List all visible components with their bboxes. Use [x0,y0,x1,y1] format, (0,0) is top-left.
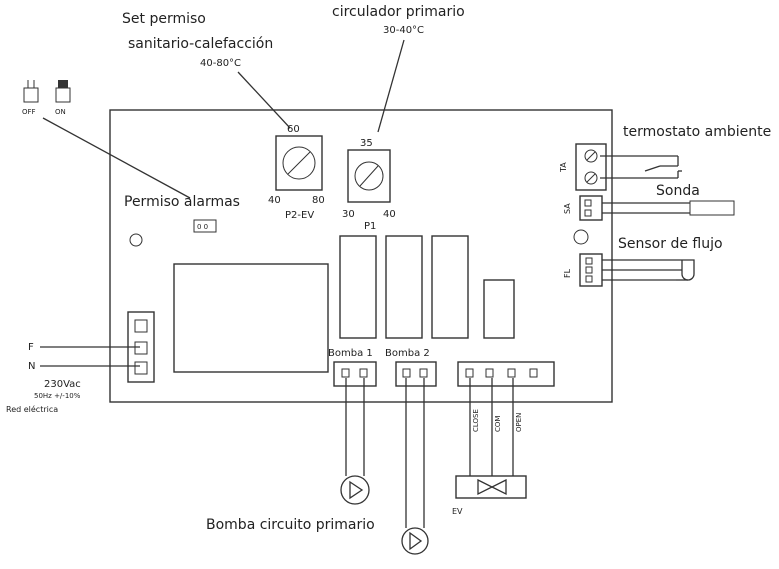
voltage-label: 230Vac [44,379,81,390]
dial-p2-top-value: 60 [287,124,300,135]
pump-primary-icon [340,475,370,505]
sensor-flujo-label: Sensor de flujo [618,236,723,252]
set-permiso-label-line2: sanitario-calefacción [128,36,273,52]
frequency-label: 50Hz +/-10% [34,392,81,400]
pin-f-label: F [28,342,34,353]
pin-n-label: N [28,361,35,372]
thermostat-switch-icon [644,165,661,172]
on-switch-icon [55,80,71,103]
off-switch-icon [23,80,39,103]
sonda-label: Sonda [656,183,700,199]
valve-name: EV [452,507,463,516]
permiso-alarmas-label: Permiso alarmas [124,194,240,210]
sonda-probe-icon [689,200,735,216]
connector-ta-label: TA [559,162,568,173]
alarm-switch-leader [42,117,191,199]
valve-open-label: OPEN [515,413,523,432]
dial-p1-knob-icon [354,161,384,191]
connector-fl-label: FL [563,268,572,278]
relay-3 [431,235,469,339]
alarm-jumper [193,219,217,233]
valve-com-label: COM [494,416,502,432]
relay-1 [339,235,377,339]
valve-connector [457,361,555,387]
circulador-range: 30-40°C [383,25,424,36]
screw-terminal-1-icon [584,149,598,163]
relay-4 [483,279,515,339]
dial-p1-top-value: 35 [360,138,373,149]
dial-p1-min: 30 [342,209,355,220]
flow-sensor-icon [676,259,695,281]
circulador-leader [377,39,405,133]
pump-secondary-icon [401,527,429,555]
dial-p1-max: 40 [383,209,396,220]
termostato-label: termostato ambiente [623,124,771,140]
set-permiso-range: 40-80°C [200,58,241,69]
bomba-1-label: Bomba 1 [328,348,373,359]
dial-p2-max: 80 [312,195,325,206]
bomba-circuito-primario-label: Bomba circuito primario [206,517,375,533]
switch-off-label: OFF [22,108,36,116]
screw-terminal-2-icon [584,171,598,185]
circulador-label: circulador primario [332,4,465,20]
valve-close-label: CLOSE [472,409,480,432]
bomba-2-label: Bomba 2 [385,348,430,359]
pump-2-connector [395,361,437,387]
transformer [173,263,329,373]
mount-hole-left [129,233,143,247]
valve-icon [477,478,494,496]
dial-p1-name: P1 [364,221,376,232]
set-permiso-leader [237,71,291,129]
dial-p2-body [275,135,323,191]
mount-hole-right [573,229,589,245]
dial-p2-name: P2-EV [285,210,314,221]
connector-ta [575,143,607,191]
dial-p2-knob-icon [282,146,316,180]
connector-sa-label: SA [563,203,572,214]
alarm-jumper-label: 0 0 [197,223,208,231]
relay-2 [385,235,423,339]
dial-p2-min: 40 [268,195,281,206]
connector-fl [579,253,603,287]
set-permiso-label-line1: Set permiso [122,11,206,27]
red-electrica-label: Red eléctrica [6,404,58,414]
pump-1-connector [333,361,377,387]
switch-on-label: ON [55,108,66,116]
